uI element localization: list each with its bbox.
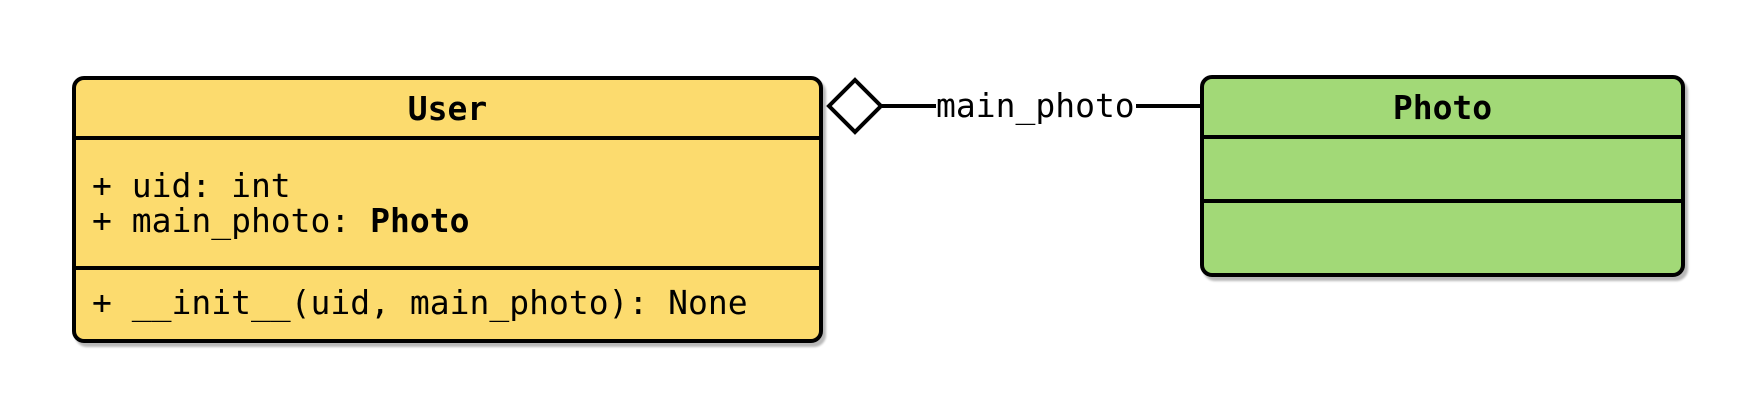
attribute-main-photo-type: Photo: [370, 201, 470, 240]
user-class-title-section: User: [76, 80, 819, 136]
aggregation-diamond-icon: [826, 77, 884, 135]
user-class-name: User: [407, 88, 488, 128]
photo-class-title-section: Photo: [1204, 79, 1681, 135]
attribute-row-uid: + uid: int: [92, 168, 819, 203]
attribute-uid-text: + uid: int: [92, 166, 291, 205]
photo-class-methods-section: [1204, 199, 1681, 261]
attribute-row-main-photo: + main_photo: Photo: [92, 203, 819, 238]
connector-line-left: [882, 104, 936, 108]
class-box-user: User + uid: int + main_photo: Photo + __…: [72, 76, 823, 343]
connector-label: main_photo: [936, 86, 1135, 125]
class-box-photo: Photo: [1200, 75, 1685, 277]
user-class-attributes-section: + uid: int + main_photo: Photo: [76, 136, 819, 266]
method-init-text: + __init__(uid, main_photo): None: [92, 283, 748, 322]
photo-class-name: Photo: [1392, 87, 1493, 127]
attribute-main-photo-text: + main_photo:: [92, 201, 371, 240]
connector-line-right: [1136, 104, 1202, 108]
user-class-methods-section: + __init__(uid, main_photo): None: [76, 266, 819, 335]
photo-class-attributes-section: [1204, 135, 1681, 199]
